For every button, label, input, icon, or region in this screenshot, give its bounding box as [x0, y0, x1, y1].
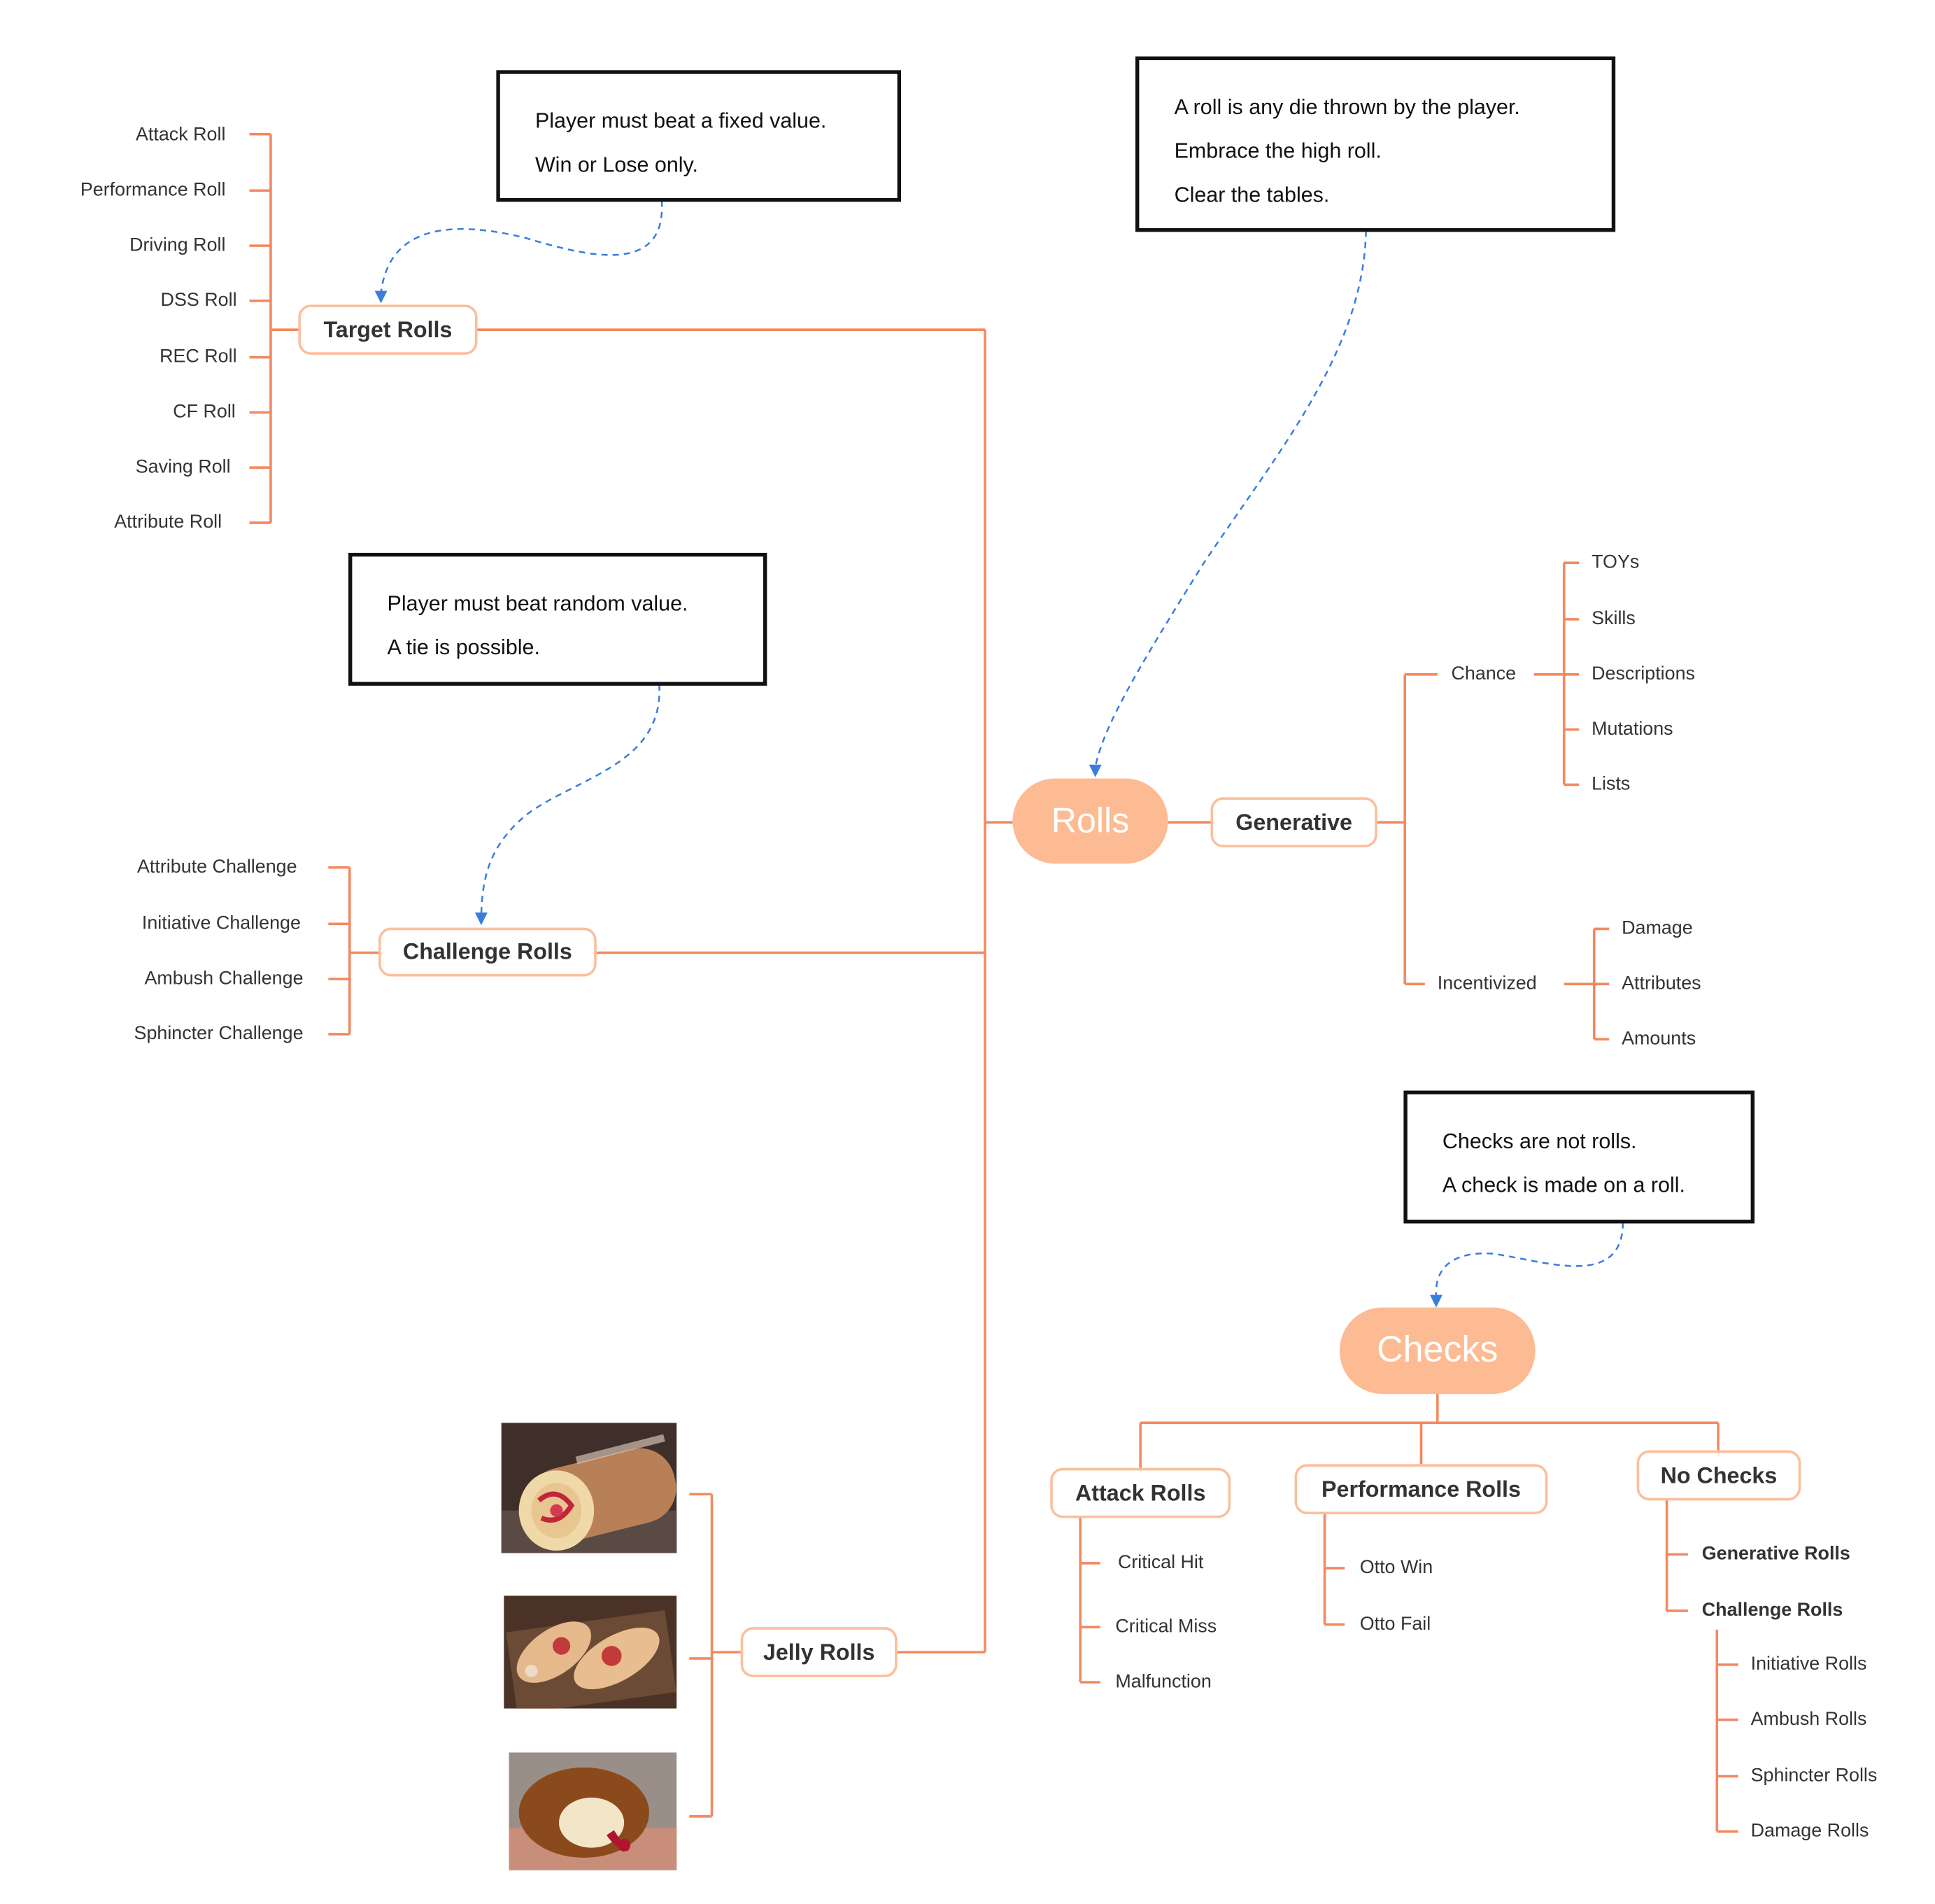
target-roll-item: CF Roll — [173, 401, 236, 423]
target-roll-item: Saving Roll — [135, 456, 231, 478]
challenge-item: Sphincter Challenge — [134, 1022, 304, 1045]
performance-check-item: Otto Win — [1359, 1556, 1433, 1579]
chance-item: Mutations — [1592, 718, 1673, 740]
challenge-roll-subitem: Initiative Rolls — [1750, 1653, 1867, 1675]
target-roll-item: Attack Roll — [136, 124, 226, 146]
target-roll-item: Driving Roll — [129, 234, 226, 256]
no-check-item: Generative Rolls — [1701, 1543, 1850, 1565]
no-checks-node[interactable]: No Checks — [1636, 1450, 1801, 1501]
target-roll-item: REC Roll — [160, 346, 237, 367]
note-line: Player must beat a fixed value. — [534, 108, 827, 133]
attack-check-item: Critical Miss — [1115, 1616, 1217, 1637]
incentivized-label: Incentivized — [1437, 973, 1537, 994]
chance-item: Skills — [1592, 607, 1636, 630]
chance-item: TOYs — [1592, 551, 1640, 573]
chance-label: Chance — [1451, 663, 1517, 685]
incentivized-item: Damage — [1622, 917, 1693, 939]
attack-rolls-node[interactable]: Attack Rolls — [1050, 1467, 1231, 1518]
challenge-roll-subitem: Sphincter Rolls — [1750, 1765, 1878, 1786]
note-line: Win or Lose only. — [534, 153, 698, 177]
note-line: A check is made on a roll. — [1442, 1173, 1685, 1197]
generative-node[interactable]: Generative — [1210, 797, 1377, 848]
performance-check-item: Otto Fail — [1359, 1613, 1431, 1635]
target-roll-item: DSS Roll — [160, 289, 237, 311]
challenge-item: Attribute Challenge — [136, 856, 297, 878]
target-rolls-note: Player must beat a fixed value. Win or L… — [496, 70, 902, 202]
attack-check-item: Critical Hit — [1117, 1551, 1204, 1574]
note-line: Clear the tables. — [1174, 183, 1330, 207]
note-line: Checks are not rolls. — [1442, 1129, 1637, 1154]
cannoli-photo — [504, 1595, 677, 1709]
challenge-item: Initiative Challenge — [141, 912, 301, 934]
checks-note: Checks are not rolls. A check is made on… — [1403, 1090, 1755, 1224]
target-roll-item: Performance Roll — [80, 179, 226, 201]
chance-item: Descriptions — [1592, 663, 1695, 685]
chance-item: Lists — [1592, 773, 1631, 795]
incentivized-item: Attributes — [1622, 973, 1701, 994]
no-check-item: Challenge Rolls — [1701, 1599, 1843, 1621]
note-line: A roll is any die thrown by the player. — [1174, 95, 1520, 120]
note-line: A tie is possible. — [387, 635, 540, 660]
rolls-root-node[interactable]: Rolls — [1012, 778, 1168, 864]
challenge-rolls-note: Player must beat random value. A tie is … — [348, 553, 767, 686]
target-roll-item: Attribute Roll — [114, 511, 222, 533]
performance-rolls-node[interactable]: Performance Rolls — [1294, 1464, 1548, 1515]
rolls-note: A roll is any die thrown by the player. … — [1135, 56, 1616, 232]
incentivized-item: Amounts — [1622, 1027, 1696, 1050]
challenge-rolls-node[interactable]: Challenge Rolls — [378, 927, 597, 977]
note-line: Embrace the high roll. — [1174, 139, 1382, 163]
jelly-donut-photo — [509, 1752, 677, 1870]
challenge-roll-subitem: Ambush Rolls — [1750, 1708, 1867, 1730]
attack-check-item: Malfunction — [1115, 1670, 1212, 1693]
checks-root-node[interactable]: Checks — [1340, 1307, 1536, 1395]
target-rolls-node[interactable]: Target Rolls — [298, 304, 478, 355]
challenge-item: Ambush Challenge — [144, 967, 304, 989]
challenge-roll-subitem: Damage Rolls — [1750, 1820, 1869, 1842]
jelly-rolls-node[interactable]: Jelly Rolls — [740, 1627, 898, 1677]
note-line: Player must beat random value. — [387, 591, 688, 616]
swiss-roll-photo — [501, 1423, 677, 1553]
